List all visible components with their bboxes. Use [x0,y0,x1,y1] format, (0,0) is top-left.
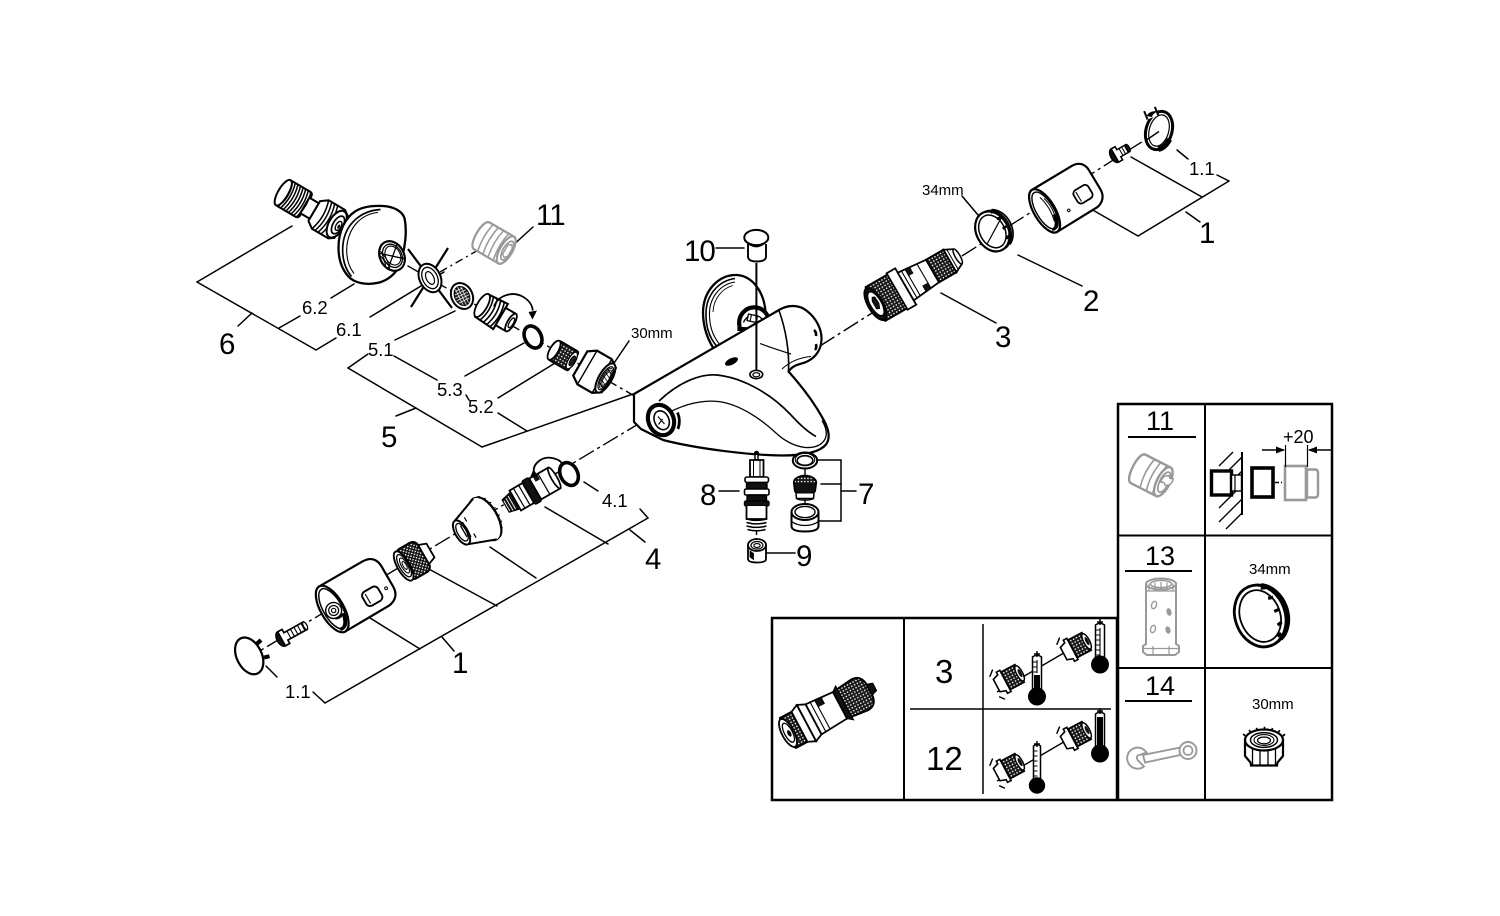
svg-text:+20: +20 [1283,427,1314,447]
svg-text:1.1: 1.1 [285,681,311,702]
svg-text:11: 11 [1146,406,1174,436]
svg-text:6.2: 6.2 [302,297,328,318]
svg-text:6: 6 [219,328,235,361]
svg-text:5.1: 5.1 [368,339,394,360]
svg-text:10: 10 [684,235,715,268]
svg-text:6.1: 6.1 [336,319,362,340]
svg-text:14: 14 [1145,671,1175,701]
svg-text:11: 11 [536,199,565,232]
svg-text:3: 3 [935,653,953,690]
svg-text:5.2: 5.2 [468,396,494,417]
svg-text:30mm: 30mm [1252,696,1294,713]
svg-text:8: 8 [700,479,716,512]
svg-text:2: 2 [1083,285,1098,318]
svg-text:9: 9 [796,540,812,573]
svg-text:13: 13 [1145,541,1175,571]
svg-text:4.1: 4.1 [602,490,628,511]
svg-text:1: 1 [452,647,467,680]
svg-text:1: 1 [1199,217,1214,250]
svg-text:5: 5 [381,421,397,454]
svg-text:12: 12 [926,740,963,777]
svg-text:5.3: 5.3 [437,379,463,400]
svg-text:34mm: 34mm [922,182,964,199]
svg-text:1.1: 1.1 [1189,158,1215,179]
svg-text:34mm: 34mm [1249,561,1291,578]
svg-text:3: 3 [995,321,1011,354]
svg-text:7: 7 [858,478,873,511]
svg-text:30mm: 30mm [631,325,673,342]
svg-text:4: 4 [645,543,661,576]
